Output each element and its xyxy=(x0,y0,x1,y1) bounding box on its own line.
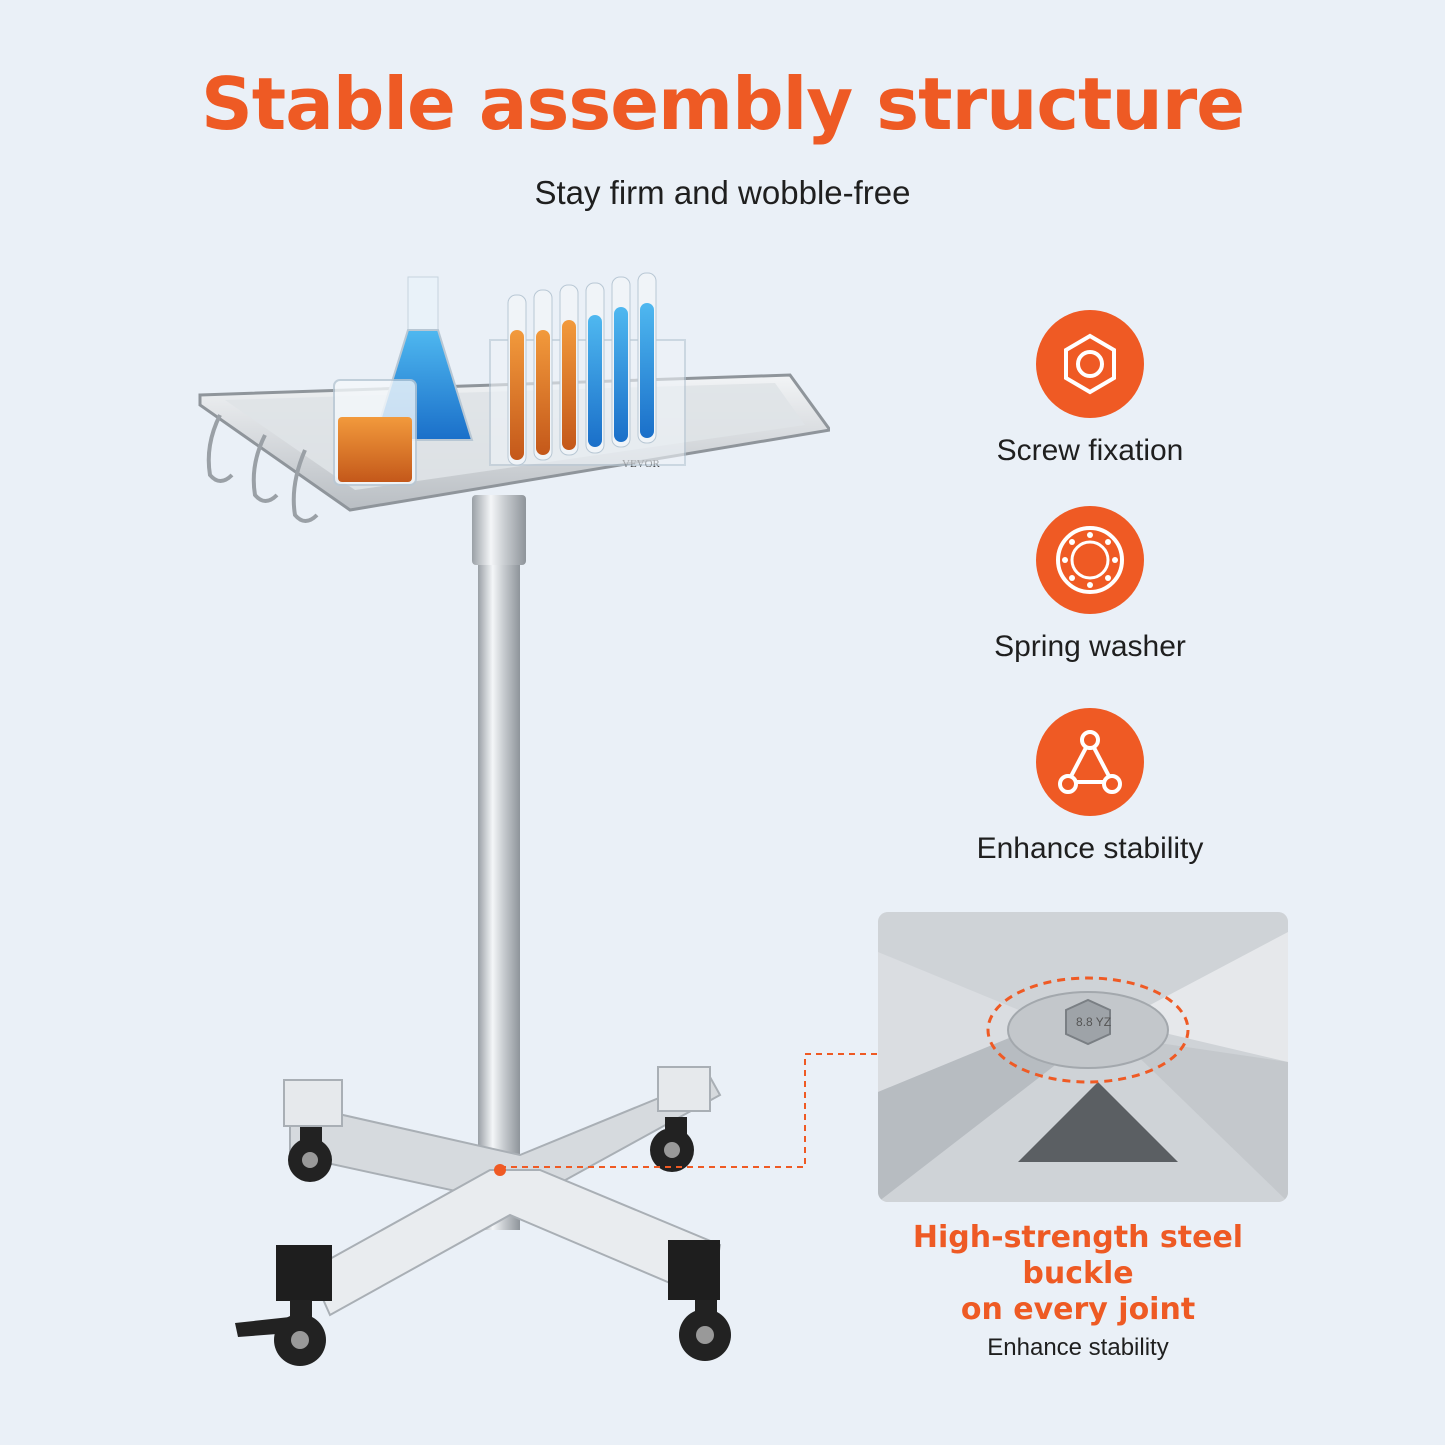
feature-screw-fixation: Screw fixation xyxy=(960,310,1220,468)
test-tube-rack xyxy=(489,272,686,466)
feature-label: Spring washer xyxy=(994,630,1186,663)
feature-label: Screw fixation xyxy=(996,434,1184,467)
triangle-nodes-icon xyxy=(1036,708,1144,816)
base-leg-end-right-back xyxy=(657,1066,711,1112)
detail-subtext: Enhance stability xyxy=(987,1334,1169,1361)
support-pole xyxy=(478,510,520,1230)
page-title: Stable assembly structure xyxy=(200,62,1245,146)
feature-enhance-stability: Enhance stability xyxy=(960,708,1220,866)
joint-closeup-photo: 8.8 YZ xyxy=(878,912,1288,1202)
detail-caption: High-strength steel buckle on every join… xyxy=(868,1220,1288,1362)
feature-spring-washer: Spring washer xyxy=(960,506,1220,664)
page-subtitle: Stay firm and wobble-free xyxy=(534,174,911,211)
base-arm-front xyxy=(308,1169,722,1317)
hex-nut-icon xyxy=(1036,310,1144,418)
detail-headline-line1: High-strength steel buckle xyxy=(912,1220,1244,1291)
base-leg-end-left-back xyxy=(283,1079,343,1127)
pole-clamp xyxy=(472,495,526,565)
bolt-marking: 8.8 YZ xyxy=(1076,1015,1111,1029)
tray-stand-illustration: VEVOR xyxy=(198,272,830,1366)
detail-headline-line2: on every joint xyxy=(960,1292,1196,1327)
base-cap-front-right xyxy=(668,1240,720,1300)
feature-label: Enhance stability xyxy=(976,832,1204,865)
tray-hooks xyxy=(206,414,319,523)
caster-wheel xyxy=(235,1117,731,1366)
callout-connector xyxy=(500,1053,878,1168)
beaker xyxy=(333,379,417,486)
washer-ring-icon xyxy=(1036,506,1144,614)
base-cap-front-left xyxy=(276,1245,332,1301)
